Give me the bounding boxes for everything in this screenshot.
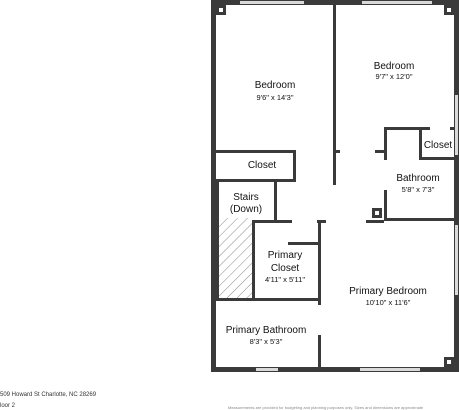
window bbox=[455, 225, 458, 295]
window bbox=[240, 1, 304, 4]
room-closet-left: Closet bbox=[248, 160, 277, 171]
disclaimer-text: Measurements are provided for budgeting … bbox=[228, 405, 424, 410]
room-primary-bathroom: Primary Bathroom 8'3" x 5'3" bbox=[226, 325, 307, 346]
room-name: Bathroom bbox=[396, 173, 439, 184]
window bbox=[455, 95, 458, 155]
room-closet-right: Closet bbox=[424, 140, 453, 151]
room-dimensions: 9'7" x 12'0" bbox=[376, 72, 413, 81]
stairs: Stairs (Down) bbox=[230, 192, 262, 215]
room-bathroom: Bathroom 5'8" x 7'3" bbox=[396, 173, 439, 194]
stairs-direction: (Down) bbox=[230, 204, 262, 215]
room-name: Closet bbox=[248, 160, 277, 171]
stairs-hatching bbox=[219, 218, 252, 298]
stairs-label: Stairs bbox=[233, 192, 259, 203]
room-name: Bedroom bbox=[255, 80, 296, 91]
wall-right bbox=[454, 0, 459, 372]
address-label: 509 Howard St Charlotte, NC 28269 bbox=[0, 392, 97, 398]
room-dimensions: 9'6" x 14'3" bbox=[257, 93, 294, 102]
window bbox=[360, 368, 420, 371]
window bbox=[362, 1, 432, 4]
floor-label: loor 2 bbox=[0, 403, 16, 409]
room-name: Closet bbox=[271, 263, 300, 274]
room-primary-closet: Primary Closet 4'11" x 5'11" bbox=[265, 250, 305, 284]
room-name: Bedroom bbox=[374, 61, 415, 72]
room-name: Primary Bedroom bbox=[349, 286, 427, 297]
room-dimensions: 10'10" x 11'6" bbox=[366, 298, 411, 307]
room-dimensions: 8'3" x 5'3" bbox=[250, 337, 283, 346]
room-name: Primary bbox=[268, 250, 302, 261]
window bbox=[256, 368, 278, 371]
wall-left bbox=[211, 0, 216, 372]
windows bbox=[240, 1, 458, 371]
room-dimensions: 5'8" x 7'3" bbox=[402, 185, 435, 194]
room-name: Primary Bathroom bbox=[226, 325, 307, 336]
room-bedroom-right: Bedroom 9'7" x 12'0" bbox=[374, 61, 415, 81]
room-bedroom-left: Bedroom 9'6" x 14'3" bbox=[255, 80, 296, 102]
room-dimensions: 4'11" x 5'11" bbox=[265, 275, 305, 284]
wall-bottom bbox=[211, 367, 459, 372]
room-name: Closet bbox=[424, 140, 453, 151]
room-primary-bedroom: Primary Bedroom 10'10" x 11'6" bbox=[349, 286, 427, 307]
